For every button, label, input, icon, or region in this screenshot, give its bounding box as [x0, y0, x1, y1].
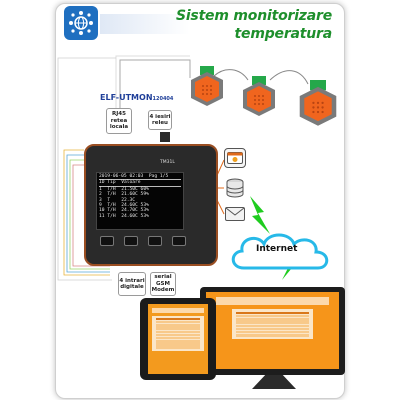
device-screen: 2019-06-05 02:03 Pag 1/5 ID Tip Valoare …: [96, 172, 184, 230]
table-row: 2 T/H 21.60C 59%: [99, 192, 149, 198]
server-database-icon: [226, 178, 244, 202]
temperature-sensor-2: [243, 76, 275, 116]
monitor-screen: [206, 292, 339, 369]
tablet-screen: [148, 304, 208, 374]
temperature-sensor-1: [191, 66, 223, 106]
table-row: 10 T/H 24.70C 53%: [99, 208, 149, 214]
device-model-label: ELF-UTMON120404: [100, 93, 174, 102]
rj45-callout: RJ45 retea locala: [106, 108, 132, 134]
device-button-3[interactable]: [148, 236, 162, 246]
header-band: [100, 14, 190, 34]
table-row: 1 T/H 21.50C 60%: [99, 186, 149, 192]
device-button-4[interactable]: [172, 236, 186, 246]
device-brand: TM31L: [160, 160, 175, 165]
device-button-1[interactable]: [100, 236, 114, 246]
envelope-icon: [225, 206, 245, 225]
table-row: 3 T 22.3C: [99, 197, 136, 203]
device-button-2[interactable]: [124, 236, 138, 246]
relays-callout: 4 iesiri releu: [148, 110, 172, 130]
title-line-1: Sistem monitorizare: [175, 8, 332, 24]
cloud-icon: [231, 233, 329, 270]
logo: [64, 6, 98, 40]
screen-table-header: ID Tip Valoare: [99, 180, 181, 187]
monitor-stand: [252, 375, 296, 389]
temperature-sensor-3: [299, 80, 337, 126]
title-line-2: temperatura: [234, 26, 333, 42]
table-row: 9 T/H 24.60C 53%: [99, 203, 149, 209]
table-row: 11 T/H 24.60C 53%: [99, 213, 149, 219]
screen-status-bar: 2019-06-05 02:03 Pag 1/5: [99, 174, 181, 181]
internet-label: Internet: [256, 244, 298, 254]
digital-inputs-callout: 4 intrari digitale: [118, 272, 146, 296]
lightning-icon: [250, 196, 270, 234]
serial-modem-callout: serial GSM Modem: [150, 272, 176, 296]
web-browser-icon: [224, 148, 246, 168]
globe-network-icon: [69, 11, 93, 35]
